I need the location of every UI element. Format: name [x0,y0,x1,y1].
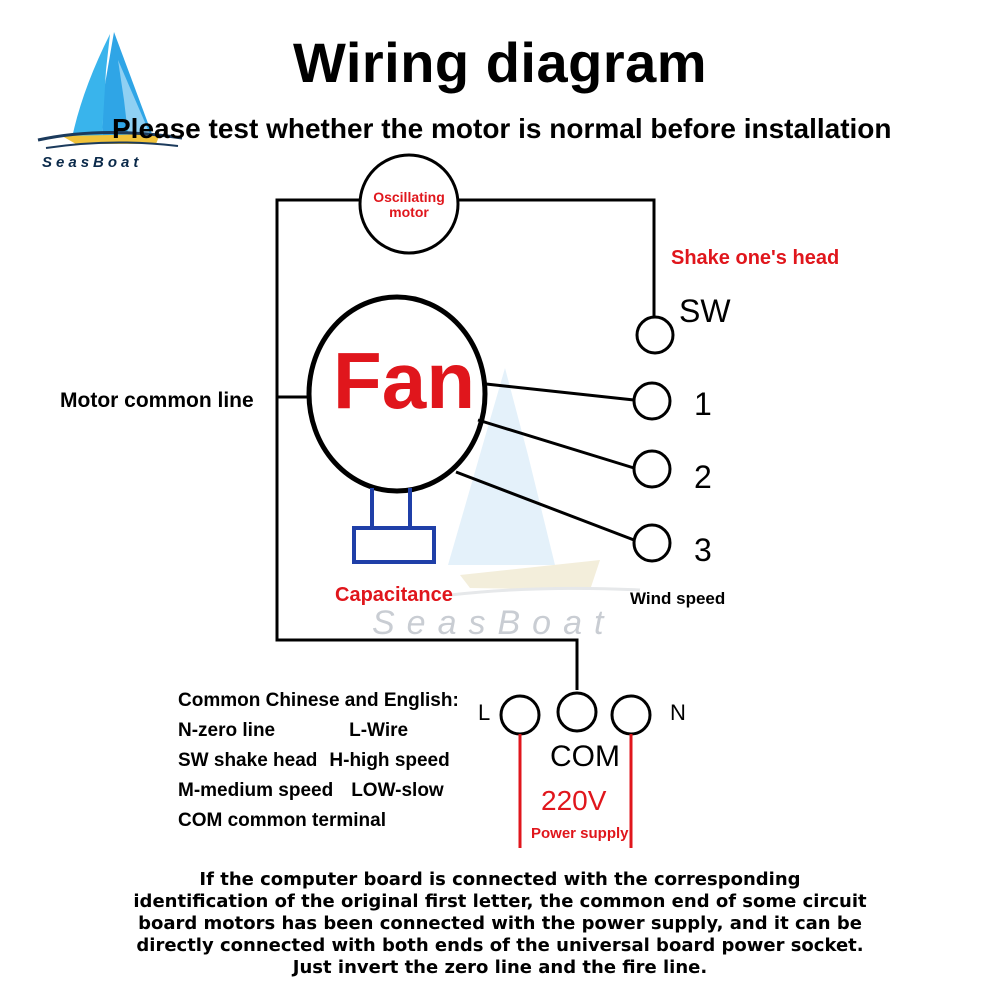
legend-item: COM common terminal [178,810,386,831]
fan-label: Fan [332,336,476,425]
terminal-sw-label: SW [679,293,731,329]
terminal-n [610,694,652,736]
legend-row: M-medium speed LOW-slow [178,776,459,806]
legend-heading: Common Chinese and English: [178,690,459,711]
oscillating-motor-circle [358,153,460,255]
shake-head-label: Shake one's head [671,247,840,269]
terminal-3 [632,523,672,563]
legend-item: L-Wire [349,720,409,741]
legend-item: SW shake head [178,750,318,771]
watermark-text: SeasBoat [372,604,616,642]
terminal-sw [635,315,675,355]
wire-speed-3 [455,470,635,542]
capacitor-symbol [352,488,436,564]
legend-row: SW shake head H-high speed [178,746,459,776]
motor-common-line-label: Motor common line [60,389,254,412]
terminal-l-label: L [478,700,491,725]
installation-note: If the computer board is connected with … [133,869,867,978]
terminal-com-label: COM [550,740,620,773]
terminal-1 [632,381,672,421]
voltage-label: 220V [541,785,607,816]
terminal-2-label: 2 [694,459,712,495]
terminal-com [556,691,598,733]
legend-item: LOW-slow [351,780,444,801]
terminal-l [499,694,541,736]
sailboat-logo-icon [37,32,183,149]
terminal-n-label: N [670,700,686,725]
logo-text: SeasBoat [42,154,143,171]
power-supply-label: Power supply [531,825,629,842]
terminal-3-label: 3 [694,532,712,568]
wind-speed-label: Wind speed [630,589,726,608]
capacitance-label: Capacitance [335,584,453,606]
oscillating-motor-label: Oscillating motor [373,189,445,220]
legend-item: H-high speed [329,750,450,771]
terminal-1-label: 1 [694,386,712,422]
fan-circle [306,294,488,494]
wire-speed-1 [485,382,635,402]
wire-motor-right [456,198,656,318]
legend-item: M-medium speed [178,780,334,801]
terminal-2 [632,449,672,489]
wire-motor-left [275,198,579,690]
legend-row: N-zero line L-Wire [178,716,459,746]
page-title: Wiring diagram [292,31,708,94]
page-subtitle: Please test whether the motor is normal … [112,113,892,144]
wire-speed-2 [477,418,635,470]
legend-item: N-zero line [178,720,276,741]
